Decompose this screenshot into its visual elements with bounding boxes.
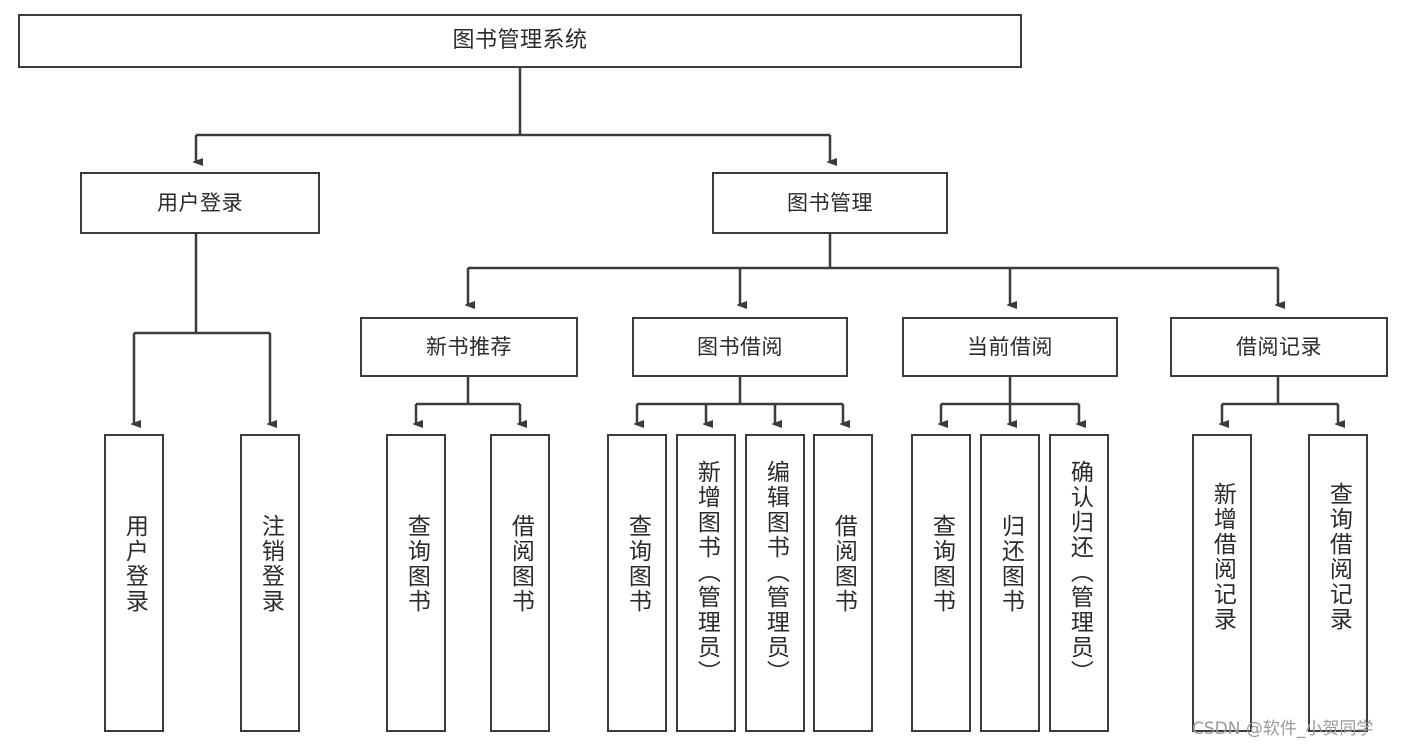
node-leaf-user-login[interactable]: 用户登录 <box>104 434 164 732</box>
node-leaf-edit-book-admin-label: 编辑图书（管理员） <box>762 460 789 685</box>
node-leaf-logout-label: 注销登录 <box>257 514 284 614</box>
node-leaf-query-book-recommend-label: 查询图书 <box>403 514 430 614</box>
node-new-book-recommend-label: 新书推荐 <box>426 334 512 359</box>
node-book-management-label: 图书管理 <box>787 190 873 215</box>
node-user-login-label: 用户登录 <box>157 190 243 215</box>
node-leaf-return-book-label: 归还图书 <box>997 514 1024 614</box>
node-leaf-edit-book-admin[interactable]: 编辑图书（管理员） <box>745 434 805 732</box>
node-new-book-recommend[interactable]: 新书推荐 <box>360 317 578 377</box>
node-leaf-borrow-book-label: 借阅图书 <box>830 514 857 614</box>
node-leaf-add-borrow-record[interactable]: 新增借阅记录 <box>1192 434 1252 732</box>
node-borrow-records[interactable]: 借阅记录 <box>1170 317 1388 377</box>
node-leaf-borrow-book[interactable]: 借阅图书 <box>813 434 873 732</box>
node-leaf-add-book-admin[interactable]: 新增图书（管理员） <box>676 434 736 732</box>
node-leaf-confirm-return-admin[interactable]: 确认归还（管理员） <box>1049 434 1109 732</box>
node-current-borrow[interactable]: 当前借阅 <box>902 317 1118 377</box>
node-leaf-add-book-admin-label: 新增图书（管理员） <box>693 460 720 685</box>
node-leaf-return-book[interactable]: 归还图书 <box>980 434 1040 732</box>
csdn-watermark: CSDN @软件_小贺同学 <box>1192 719 1374 739</box>
node-leaf-query-borrow-record-label: 查询借阅记录 <box>1325 482 1352 632</box>
node-leaf-query-book-recommend[interactable]: 查询图书 <box>386 434 446 732</box>
node-book-borrow[interactable]: 图书借阅 <box>632 317 848 377</box>
node-leaf-query-book-borrow-label: 查询图书 <box>624 514 651 614</box>
node-book-management[interactable]: 图书管理 <box>712 172 948 234</box>
node-leaf-confirm-return-admin-label: 确认归还（管理员） <box>1066 460 1093 685</box>
node-leaf-query-book-borrow[interactable]: 查询图书 <box>607 434 667 732</box>
node-book-borrow-label: 图书借阅 <box>697 334 783 359</box>
node-leaf-query-borrow-record[interactable]: 查询借阅记录 <box>1308 434 1368 732</box>
node-current-borrow-label: 当前借阅 <box>967 334 1053 359</box>
node-leaf-add-borrow-record-label: 新增借阅记录 <box>1209 482 1236 632</box>
node-user-login[interactable]: 用户登录 <box>80 172 320 234</box>
node-leaf-borrow-book-recommend[interactable]: 借阅图书 <box>490 434 550 732</box>
node-leaf-logout[interactable]: 注销登录 <box>240 434 300 732</box>
node-leaf-query-book-current-label: 查询图书 <box>928 514 955 614</box>
node-root-label: 图书管理系统 <box>452 28 588 54</box>
node-borrow-records-label: 借阅记录 <box>1236 334 1322 359</box>
node-leaf-query-book-current[interactable]: 查询图书 <box>911 434 971 732</box>
node-leaf-user-login-label: 用户登录 <box>121 514 148 614</box>
node-leaf-borrow-book-recommend-label: 借阅图书 <box>507 514 534 614</box>
node-root[interactable]: 图书管理系统 <box>18 14 1022 68</box>
